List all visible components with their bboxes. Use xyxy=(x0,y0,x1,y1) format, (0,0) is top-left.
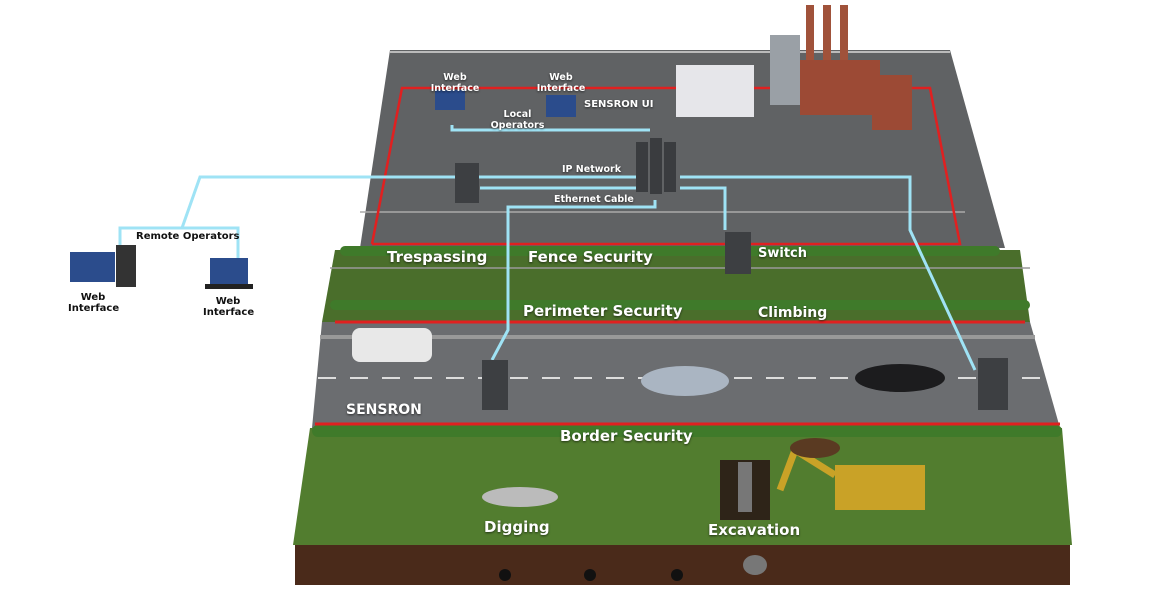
factory-annex xyxy=(872,75,912,130)
road-curb xyxy=(320,335,1035,339)
label-sensron: SENSRON xyxy=(346,402,422,418)
label-remote-operators: Remote Operators xyxy=(136,231,240,242)
buried-cable-end xyxy=(671,569,683,581)
label-trespassing: Trespassing xyxy=(387,248,488,266)
border-grass xyxy=(293,428,1072,545)
soil-block xyxy=(295,545,1070,585)
server-rack xyxy=(636,142,648,192)
network-cabinet xyxy=(455,163,479,203)
label-switch: Switch xyxy=(758,246,808,261)
label-web-interface-local-2: Web Interface xyxy=(536,72,586,94)
silo xyxy=(770,35,800,105)
server-rack xyxy=(664,142,676,192)
local-monitor xyxy=(435,90,465,110)
network-cable xyxy=(450,125,650,132)
sensron-cabinet xyxy=(482,360,508,410)
white-suv xyxy=(352,328,432,362)
sensron-ui-monitor xyxy=(546,95,576,117)
chimney xyxy=(840,5,848,65)
buried-pipe-end xyxy=(743,555,767,575)
switch-cabinet xyxy=(725,232,751,274)
hedge-fence xyxy=(340,246,1000,256)
label-excavation: Excavation xyxy=(708,521,801,539)
label-web-interface-remote-1: Web Interface xyxy=(68,292,120,314)
label-perimeter-security: Perimeter Security xyxy=(523,302,683,320)
label-climbing: Climbing xyxy=(758,305,828,321)
network-cable xyxy=(490,200,657,361)
network-cables xyxy=(118,125,977,371)
label-sensron-ui: SENSRON UI xyxy=(584,99,654,110)
network-cable xyxy=(182,226,240,258)
office-building xyxy=(676,65,754,117)
label-web-interface-remote-2: Web Interface xyxy=(203,296,255,318)
excavator xyxy=(835,465,925,510)
label-border-security: Border Security xyxy=(560,427,693,445)
remote-desktop-tower xyxy=(116,245,136,287)
label-fence-security: Fence Security xyxy=(528,248,653,266)
buried-cable-end xyxy=(584,569,596,581)
chimney xyxy=(806,5,814,65)
remote-laptop xyxy=(210,258,248,284)
label-digging: Digging xyxy=(484,518,550,536)
network-cable xyxy=(680,186,727,230)
network-cable xyxy=(680,175,977,371)
hedge-perimeter xyxy=(330,300,1030,310)
fiber-line-facility xyxy=(370,86,962,246)
label-web-interface-local-1: Web Interface xyxy=(430,72,480,94)
black-car xyxy=(855,364,945,392)
dirt-pile xyxy=(790,438,840,458)
server-rack xyxy=(650,138,662,194)
label-local-operators: Local Operators xyxy=(490,109,545,131)
buried-cables xyxy=(499,569,683,581)
hedge-border xyxy=(312,425,1062,437)
silver-car xyxy=(641,366,729,396)
label-ip-network: IP Network xyxy=(562,164,622,175)
chimney xyxy=(823,5,831,65)
roadside-cabinet xyxy=(978,358,1008,410)
remote-laptop-base xyxy=(205,284,253,289)
remote-desktop-monitor xyxy=(70,252,115,282)
rock-pile xyxy=(482,487,558,507)
label-ethernet-cable: Ethernet Cable xyxy=(554,194,634,205)
excavation-pipe xyxy=(738,462,752,512)
buried-cable-end xyxy=(499,569,511,581)
factory-building xyxy=(800,60,880,115)
network-cable xyxy=(118,175,362,255)
